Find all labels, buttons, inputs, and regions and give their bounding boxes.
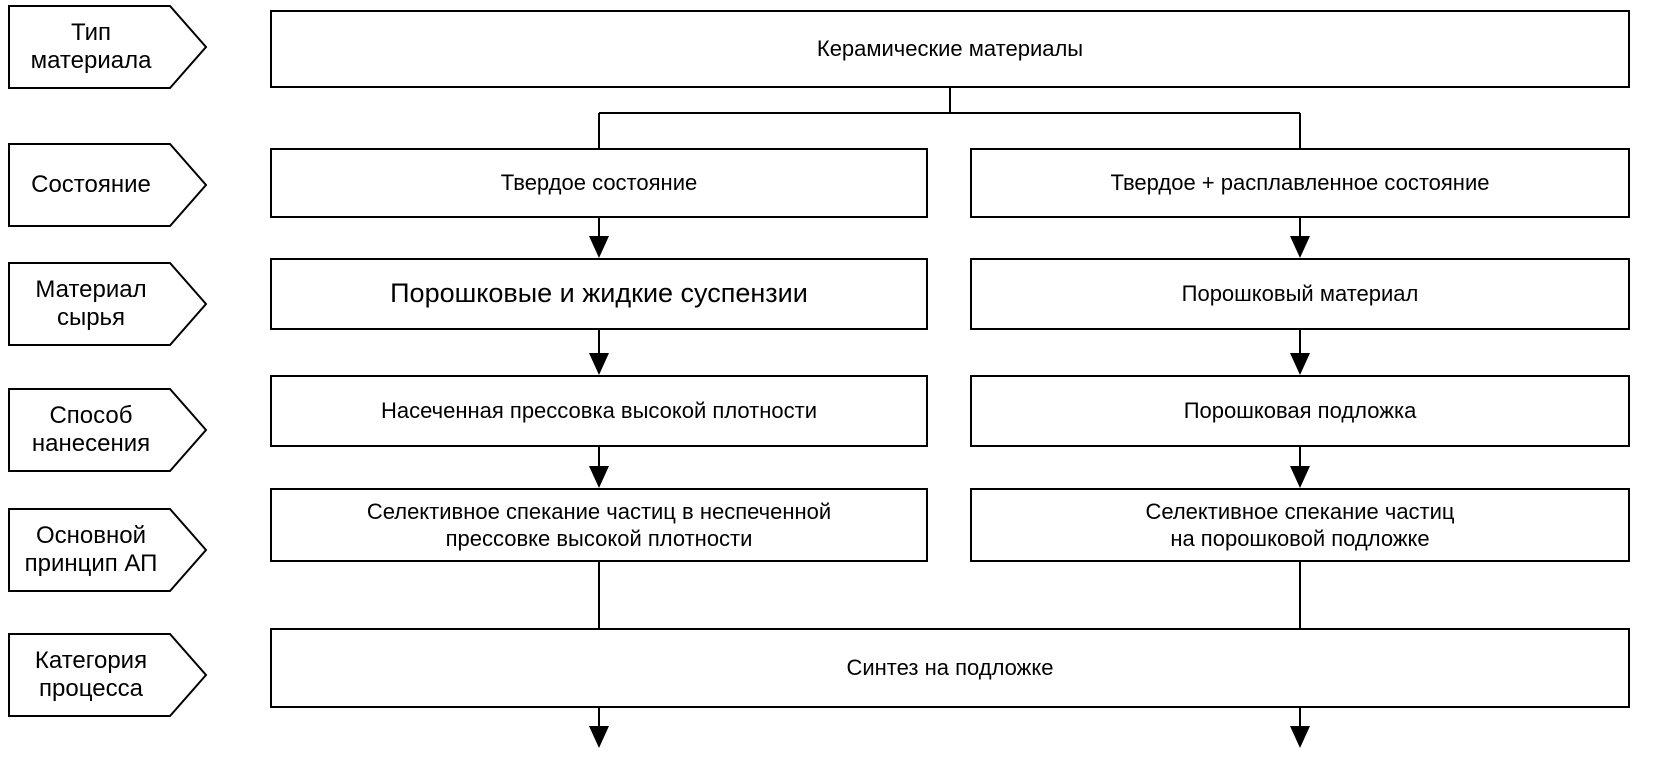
- arrow-down-icon: [589, 726, 609, 748]
- row-label-deposition: Способ нанесения: [8, 388, 208, 472]
- node-state-solid-molten: Твердое + расплавленное состояние: [970, 148, 1630, 218]
- node-deposition-powder-bed: Порошковая подложка: [970, 375, 1630, 447]
- arrow-down-icon: [589, 466, 609, 488]
- pentagon-arrow-icon: [8, 5, 208, 89]
- pentagon-arrow-icon: [8, 633, 208, 717]
- pentagon-arrow-icon: [8, 143, 208, 227]
- arrow-down-icon: [1290, 353, 1310, 375]
- row-label-text: Материал сырья: [35, 276, 147, 331]
- row-label-category: Категория процесса: [8, 633, 208, 717]
- node-principle-sintering-on-powder-bed: Селективное спекание частиц на порошково…: [970, 488, 1630, 562]
- pentagon-arrow-icon: [8, 508, 208, 592]
- node-deposition-high-density-compact: Насеченная прессовка высокой плотности: [270, 375, 928, 447]
- row-label-text: Основной принцип АП: [24, 522, 158, 577]
- row-label-text: Тип материала: [30, 19, 152, 74]
- arrow-down-icon: [1290, 236, 1310, 258]
- node-feedstock-powder-material: Порошковый материал: [970, 258, 1630, 330]
- arrow-down-icon: [589, 236, 609, 258]
- row-label-feedstock: Материал сырья: [8, 262, 208, 346]
- node-category-synthesis-on-substrate: Синтез на подложке: [270, 628, 1630, 708]
- node-state-solid: Твердое состояние: [270, 148, 928, 218]
- pentagon-arrow-icon: [8, 262, 208, 346]
- row-label-text: Категория процесса: [34, 647, 148, 702]
- row-label-principle: Основной принцип АП: [8, 508, 208, 592]
- arrow-down-icon: [589, 353, 609, 375]
- arrow-down-icon: [1290, 466, 1310, 488]
- row-label-text: Способ нанесения: [31, 402, 151, 457]
- row-label-text: Состояние: [31, 171, 151, 199]
- node-material-type: Керамические материалы: [270, 10, 1630, 88]
- arrow-down-icon: [1290, 726, 1310, 748]
- pentagon-arrow-icon: [8, 388, 208, 472]
- row-label-state: Состояние: [8, 143, 208, 227]
- row-label-material-type: Тип материала: [8, 5, 208, 89]
- node-feedstock-powder-liquid-suspensions: Порошковые и жидкие суспензии: [270, 258, 928, 330]
- node-principle-sintering-in-green-compact: Селективное спекание частиц в неспеченно…: [270, 488, 928, 562]
